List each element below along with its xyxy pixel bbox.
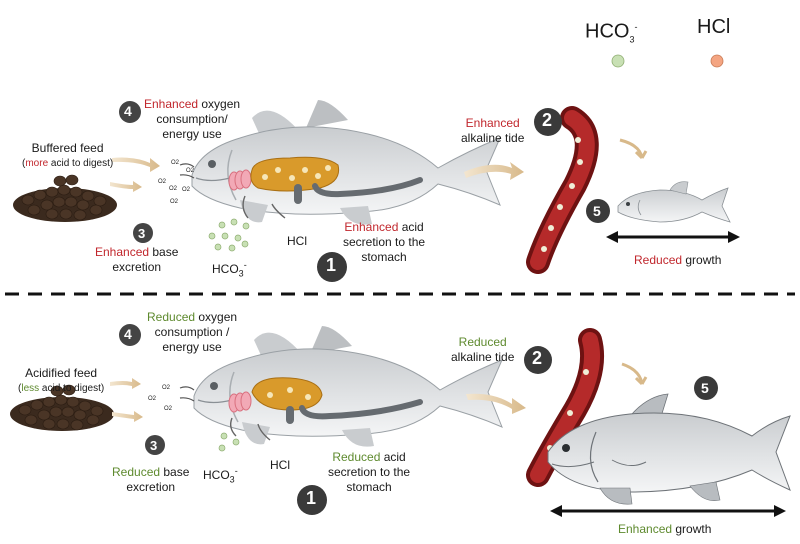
tide-arrow-bottom <box>466 393 526 414</box>
legend-acid: HCl <box>697 16 731 38</box>
o2-label-top-3: O2 <box>158 179 167 185</box>
badge-5-top <box>586 199 610 223</box>
step3-label-bottom: Reduced base excretion <box>112 465 190 494</box>
badge-5-bottom <box>694 376 718 400</box>
small-fish-top <box>617 181 731 223</box>
o2-label-bottom-1: O2 <box>162 385 171 391</box>
badge-1-top <box>317 252 347 282</box>
hco3-label-top: HCO3- <box>212 260 247 279</box>
growth-arrow-top <box>606 231 740 243</box>
step2-label-bottom: Reduced alkaline tide <box>451 335 515 364</box>
growth-arrow-bottom <box>550 505 786 517</box>
badge-4-bottom-num: 4 <box>124 326 132 342</box>
o2-label-top-6: O2 <box>170 199 179 205</box>
step4-label-bottom: Reduced oxygen consumption / energy use <box>147 310 238 354</box>
step3-label-top: Enhanced base excretion <box>95 245 179 274</box>
feed-label-top: Buffered feed (more acid to digest) <box>22 141 114 169</box>
feed-label-bottom: Acidified feed (less acid to digest) <box>18 366 105 394</box>
step4-label-top: Enhanced oxygen consumption/ energy use <box>144 97 241 141</box>
feed-arrow-bottom-2 <box>112 411 143 422</box>
badge-5-bottom-num: 5 <box>701 380 709 396</box>
feed-arrow-bottom-1 <box>110 378 141 389</box>
badge-1-bottom-num: 1 <box>306 488 317 508</box>
bicarbonate-legend-dot <box>611 54 625 68</box>
badge-2-bottom-num: 2 <box>532 348 543 368</box>
badge-5-top-num: 5 <box>593 203 601 219</box>
o2-label-top-2: O2 <box>186 168 195 174</box>
badge-1-bottom <box>297 485 327 515</box>
badge-2-bottom <box>524 346 552 374</box>
badge-2-top-num: 2 <box>542 110 553 130</box>
step1-label-bottom: Reduced acid secretion to the stomach <box>328 450 411 494</box>
step5-label-bottom: Enhanced growth <box>618 522 712 536</box>
feed-pellets-top <box>13 174 117 222</box>
badge-3-bottom <box>145 435 165 455</box>
o2-label-top-4: O2 <box>169 186 178 192</box>
feed-arrow-top-2 <box>110 181 142 192</box>
hcl-label-bottom: HCl <box>270 458 290 472</box>
badge-4-bottom <box>119 324 141 346</box>
legend-bicarbonate: HCO3- <box>585 20 638 45</box>
badge-3-top <box>133 223 153 243</box>
bicarbonate-dots-bottom <box>218 432 240 452</box>
blood-vessel-top <box>526 106 599 274</box>
badge-3-top-num: 3 <box>138 226 146 241</box>
acid-legend-dot <box>710 54 724 68</box>
hco3-label-bottom: HCO3- <box>203 466 238 485</box>
o2-label-top-1: O2 <box>171 160 180 166</box>
bicarbonate-dots-top <box>208 218 250 252</box>
o2-label-top-5: O2 <box>182 187 191 193</box>
o2-label-bottom-2: O2 <box>148 396 157 402</box>
step1-label-top: Enhanced acid secretion to the stomach <box>343 220 426 264</box>
tide-arrow-top <box>464 162 524 180</box>
hcl-label-top: HCl <box>287 234 307 248</box>
blood-vessel-bottom <box>526 328 605 487</box>
badge-4-top-num: 4 <box>124 103 132 119</box>
step5-label-top: Reduced growth <box>634 253 722 267</box>
badge-3-bottom-num: 3 <box>150 438 158 453</box>
feed-pellets-bottom <box>10 384 114 431</box>
step2-label-top: Enhanced alkaline tide <box>461 116 525 145</box>
o2-label-bottom-3: O2 <box>164 406 173 412</box>
large-fish-bottom <box>547 393 791 505</box>
badge-4-top <box>119 101 141 123</box>
feed-arrow-top-1 <box>112 157 160 172</box>
fish-bottom <box>193 326 503 447</box>
badge-2-top <box>534 108 562 136</box>
badge-1-top-num: 1 <box>326 255 337 275</box>
